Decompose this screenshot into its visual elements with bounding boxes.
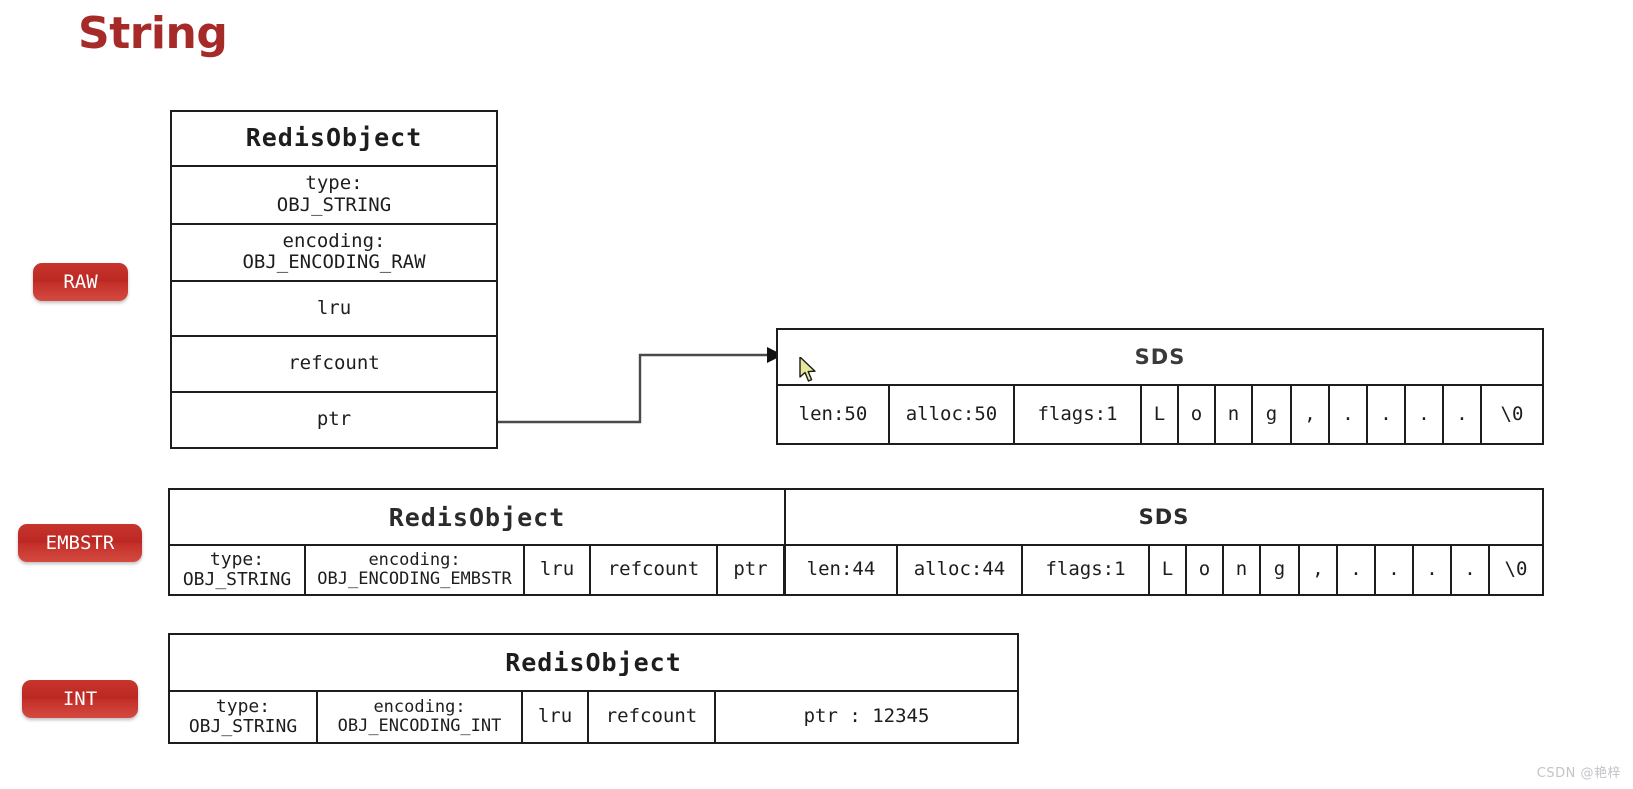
embstr-sds-flags: flags:1: [1023, 546, 1150, 594]
raw-sds-char-5: .: [1330, 386, 1368, 443]
raw-sds-len: len:50: [778, 386, 890, 443]
int-field-lru: lru: [523, 692, 589, 742]
raw-field-type: type: OBJ_STRING: [172, 167, 496, 225]
mouse-cursor-icon: [799, 357, 816, 382]
raw-field-refcount: refcount: [172, 337, 496, 393]
int-field-encoding-label: encoding:: [373, 696, 466, 717]
embstr-sds-char-5: .: [1338, 546, 1376, 594]
raw-field-encoding-label: encoding:: [282, 229, 386, 252]
raw-field-type-value: OBJ_STRING: [276, 194, 392, 216]
embstr-redisobject-title: RedisObject: [170, 490, 786, 544]
int-row-box: RedisObject type: OBJ_STRING encoding: O…: [168, 633, 1019, 744]
badge-raw-label: RAW: [63, 271, 98, 293]
int-field-refcount: refcount: [589, 692, 716, 742]
int-field-type-value: OBJ_STRING: [188, 716, 298, 737]
embstr-title-row: RedisObject SDS: [170, 490, 1542, 546]
int-field-ptr: ptr : 12345: [803, 705, 930, 728]
embstr-sds-char-4: ,: [1300, 546, 1338, 594]
embstr-field-refcount: refcount: [591, 546, 718, 594]
raw-sds-flags: flags:1: [1015, 386, 1142, 443]
raw-sds-box: SDS len:50 alloc:50 flags:1 L o n g , . …: [776, 328, 1544, 445]
raw-sds-cell-row: len:50 alloc:50 flags:1 L o n g , . . . …: [778, 386, 1542, 443]
raw-sds-char-0: L: [1142, 386, 1179, 443]
embstr-cell-row: type: OBJ_STRING encoding: OBJ_ENCODING_…: [170, 546, 1542, 594]
int-field-type: type: OBJ_STRING: [170, 692, 318, 742]
embstr-sds-title: SDS: [1138, 505, 1190, 529]
ptr-to-sds-connector-arrow: [498, 347, 783, 424]
int-field-encoding: encoding: OBJ_ENCODING_INT: [318, 692, 523, 742]
embstr-sds-char-1: o: [1187, 546, 1224, 594]
embstr-field-type-value: OBJ_STRING: [182, 569, 292, 590]
raw-sds-char-7: .: [1406, 386, 1444, 443]
embstr-sds-char-3: g: [1261, 546, 1300, 594]
raw-sds-char-4: ,: [1292, 386, 1330, 443]
encoding-badge-raw: RAW: [33, 263, 128, 301]
raw-field-ptr: ptr: [316, 407, 352, 430]
raw-field-lru: lru: [172, 282, 496, 338]
raw-sds-char-3: g: [1253, 386, 1292, 443]
badge-embstr-label: EMBSTR: [45, 532, 115, 554]
raw-field-encoding: encoding: OBJ_ENCODING_RAW: [172, 225, 496, 282]
embstr-sds-char-2: n: [1224, 546, 1261, 594]
encoding-badge-int: INT: [22, 680, 138, 718]
embstr-field-lru: lru: [525, 546, 591, 594]
embstr-field-type-label: type:: [209, 548, 265, 570]
raw-redisobject-title: RedisObject: [172, 112, 496, 168]
int-cell-row: type: OBJ_STRING encoding: OBJ_ENCODING_…: [170, 692, 1017, 742]
int-field-encoding-value: OBJ_ENCODING_INT: [337, 716, 502, 736]
badge-int-label: INT: [62, 688, 98, 710]
raw-sds-char-8: .: [1444, 386, 1482, 443]
embstr-sds-char-9: \0: [1504, 558, 1528, 581]
embstr-field-encoding-label: encoding:: [368, 549, 461, 570]
raw-sds-alloc: alloc:50: [890, 386, 1015, 443]
raw-field-type-label: type:: [305, 172, 363, 195]
csdn-watermark: CSDN @艳梓: [1536, 766, 1621, 781]
embstr-sds-char-7: .: [1414, 546, 1452, 594]
raw-sds-char-1: o: [1179, 386, 1216, 443]
raw-sds-char-6: .: [1368, 386, 1406, 443]
embstr-sds-char-0: L: [1150, 546, 1187, 594]
raw-sds-char-2: n: [1216, 386, 1253, 443]
int-redisobject-title: RedisObject: [170, 635, 1017, 692]
encoding-badge-embstr: EMBSTR: [18, 524, 142, 562]
embstr-sds-len: len:44: [786, 546, 898, 594]
embstr-field-type: type: OBJ_STRING: [170, 546, 306, 594]
raw-sds-char-9: \0: [1500, 402, 1524, 425]
embstr-row-box: RedisObject SDS type: OBJ_STRING encodin…: [168, 488, 1544, 596]
embstr-sds-char-6: .: [1376, 546, 1414, 594]
raw-redisobject-box: RedisObject type: OBJ_STRING encoding: O…: [170, 110, 498, 449]
embstr-sds-char-8: .: [1452, 546, 1490, 594]
embstr-field-encoding-value: OBJ_ENCODING_EMBSTR: [317, 569, 512, 589]
int-field-type-label: type:: [215, 695, 271, 717]
page-title: String: [78, 8, 228, 59]
raw-sds-title: SDS: [778, 330, 1542, 386]
embstr-sds-alloc: alloc:44: [898, 546, 1023, 594]
embstr-field-ptr: ptr: [718, 546, 786, 594]
embstr-field-encoding: encoding: OBJ_ENCODING_EMBSTR: [306, 546, 525, 594]
raw-field-encoding-value: OBJ_ENCODING_RAW: [242, 251, 426, 274]
